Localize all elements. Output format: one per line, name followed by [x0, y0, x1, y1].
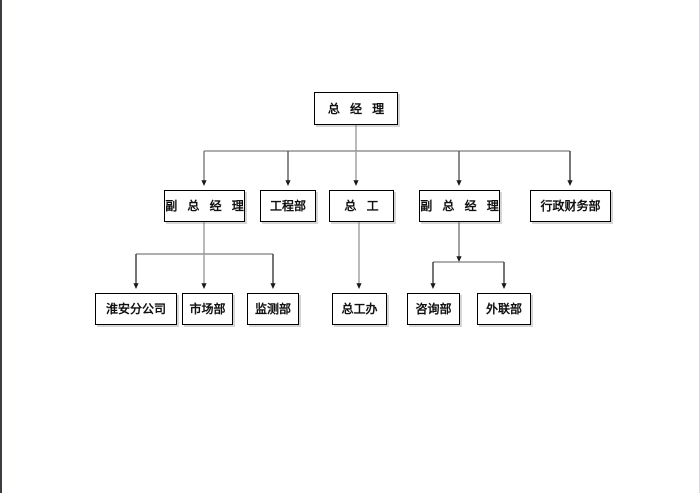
node-label: 淮安分公司	[105, 302, 166, 316]
node-deputy-general-manager-left[interactable]: 副 总 经 理	[164, 190, 245, 222]
edge-group-deputy-right	[430, 222, 507, 289]
node-label: 工程部	[269, 199, 306, 213]
node-label: 副 总 经 理	[165, 199, 247, 213]
node-consulting-department[interactable]: 咨询部	[407, 293, 460, 325]
node-chief-engineer[interactable]: 总 工	[329, 190, 394, 222]
node-monitoring-department[interactable]: 监测部	[247, 293, 299, 325]
node-engineering-department[interactable]: 工程部	[260, 190, 316, 222]
node-label: 监测部	[254, 302, 291, 316]
node-deputy-general-manager-right[interactable]: 副 总 经 理	[419, 190, 500, 222]
node-admin-finance-department[interactable]: 行政财务部	[530, 190, 611, 222]
node-label: 外联部	[485, 302, 522, 316]
node-liaison-department[interactable]: 外联部	[477, 293, 531, 325]
node-marketing-department[interactable]: 市场部	[182, 293, 233, 325]
edge-group-level1	[201, 125, 573, 186]
node-label: 总 经 理	[327, 101, 388, 116]
node-label: 行政财务部	[540, 199, 601, 213]
node-label: 咨询部	[415, 302, 452, 316]
node-label: 总工办	[341, 302, 378, 316]
node-label: 市场部	[189, 302, 226, 316]
edge-group-deputy-left	[133, 222, 276, 289]
node-huaian-branch[interactable]: 淮安分公司	[95, 293, 177, 325]
node-chief-engineer-office[interactable]: 总工办	[332, 293, 387, 325]
node-label: 总 工	[344, 199, 382, 213]
node-label: 副 总 经 理	[420, 199, 502, 213]
node-general-manager[interactable]: 总 经 理	[314, 92, 398, 125]
